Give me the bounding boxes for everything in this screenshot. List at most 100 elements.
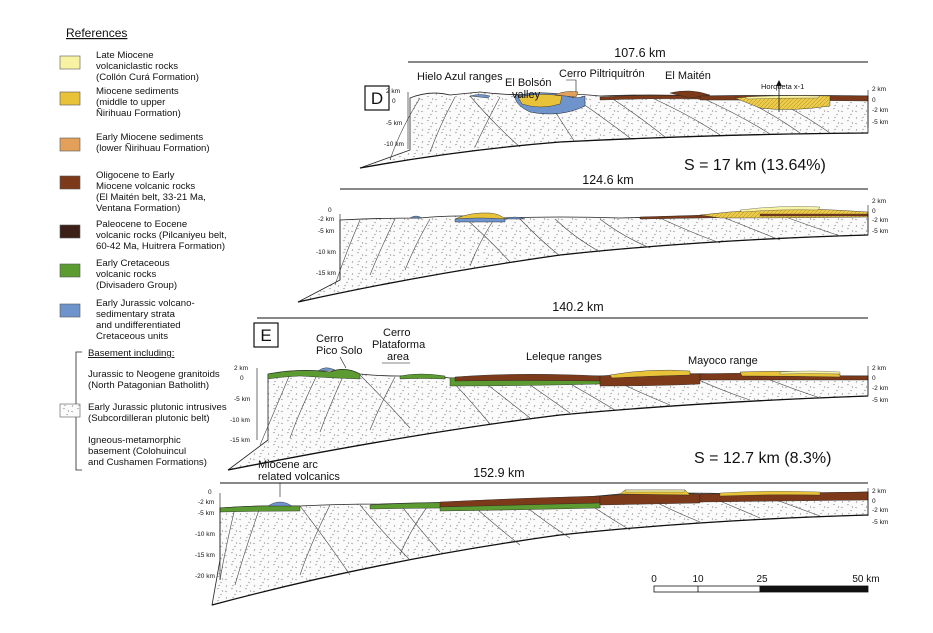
- legend-item-text: Early Miocene sediments: [96, 132, 203, 143]
- label-cerro-plataforma-2: Plataforma: [372, 339, 426, 351]
- basement-text: Early Jurassic plutonic intrusives: [88, 402, 227, 413]
- legend-swatch: [59, 91, 81, 106]
- legend-item-text: (El Maitén belt, 33-21 Ma,: [96, 192, 206, 203]
- legend-swatch: [59, 303, 81, 318]
- section-d-restored-length: 107.6 km: [614, 46, 665, 60]
- legend-item-text: Early Cretaceous: [96, 258, 170, 269]
- tick-label: 0: [872, 208, 876, 215]
- tick-label: -10 km: [316, 249, 336, 256]
- tick-label: -5 km: [872, 228, 888, 235]
- section-d-restored: 107.6 km D: [359, 46, 888, 174]
- scale-label-10: 10: [692, 574, 704, 585]
- scale-label-50: 50 km: [852, 574, 879, 585]
- tick-label: 2 km: [872, 488, 886, 495]
- basement-title: Basement including:: [88, 348, 174, 359]
- panel-e-box: [253, 322, 279, 348]
- basement-text: Jurassic to Neogene granitoids: [88, 369, 220, 380]
- legend-item-text: (Collón Curá Formation): [96, 72, 199, 83]
- section-d-strain: S = 17 km (13.64%): [684, 157, 826, 174]
- label-cerro-plataforma-3: area: [387, 351, 410, 363]
- tick-label: 0: [328, 207, 332, 214]
- basement-text: basement (Colohuincul: [88, 446, 186, 457]
- panel-d-label: D: [371, 89, 383, 108]
- tick-label: -5 km: [386, 120, 402, 127]
- legend-item-text: Paleocene to Eocene: [96, 219, 187, 230]
- tick-label: -10 km: [230, 417, 250, 424]
- tick-label: 2 km: [386, 88, 400, 95]
- basement-text: Igneous-metamorphic: [88, 435, 181, 446]
- label-el-bolson-1: El Bolsón: [505, 77, 551, 89]
- tick-label: -5 km: [318, 228, 334, 235]
- tick-label: -2 km: [872, 507, 888, 514]
- legend-item-text: (Divisadero Group): [96, 280, 177, 291]
- tick-label: 2 km: [872, 198, 886, 205]
- legend-swatch: [59, 224, 81, 239]
- section-e-restored-length: 140.2 km: [552, 300, 603, 314]
- label-hielo-azul: Hielo Azul ranges: [417, 71, 503, 83]
- legend-item-text: (lower Ñirihuau Formation): [96, 143, 210, 154]
- label-cerro-pico-solo-1: Cerro: [316, 333, 344, 345]
- basement-text: (North Patagonian Batholith): [88, 380, 209, 391]
- section-e-present-length: 152.9 km: [473, 466, 524, 480]
- tick-label: -2 km: [872, 385, 888, 392]
- tick-label: -2 km: [872, 217, 888, 224]
- legend-item-text: volcaniclastic rocks: [96, 61, 178, 72]
- tick-label: -10 km: [195, 531, 215, 538]
- tick-label: -5 km: [234, 396, 250, 403]
- section-e-present: 152.9 km Miocene arc related volcanics: [195, 459, 888, 606]
- legend-item-text: volcanic rocks: [96, 269, 156, 280]
- panel-d-box: [364, 85, 390, 111]
- label-miocene-arc-1: Miocene arc: [258, 459, 318, 471]
- tick-label: -5 km: [872, 519, 888, 526]
- label-horqueta: Horqueta x-1: [761, 82, 804, 91]
- legend-item-text: Miocene sediments: [96, 86, 179, 97]
- legend-item-text: Early Jurassic volcano-: [96, 298, 195, 309]
- legend-item-text: Late Miocene: [96, 50, 154, 61]
- tick-label: 2 km: [872, 365, 886, 372]
- panel-e-label: E: [260, 326, 271, 345]
- tick-label: -20 km: [195, 573, 215, 580]
- basement-text: (Subcordilleran plutonic belt): [88, 413, 210, 424]
- legend-item-text: Miocene volcanic rocks: [96, 181, 195, 192]
- label-miocene-arc-2: related volcanics: [258, 471, 340, 483]
- label-el-bolson-2: valley: [512, 89, 541, 101]
- scale-bar: 0 10 25 50 km: [651, 574, 880, 593]
- section-d-present-length: 124.6 km: [582, 173, 633, 187]
- tick-label: -5 km: [198, 510, 214, 517]
- legend-basement: Basement including: Jurassic to Neogene …: [59, 348, 227, 471]
- tick-label: 0: [872, 97, 876, 104]
- legend-item-text: Ñirihuau Formation): [96, 108, 181, 119]
- basement-text: and Cushamen Formations): [88, 457, 207, 468]
- legend-item-text: Cretaceous units: [96, 331, 168, 342]
- label-el-maiten: El Maitén: [665, 70, 711, 82]
- section-e-strain: S = 12.7 km (8.3%): [694, 450, 831, 467]
- tick-label: 0: [392, 98, 396, 105]
- scale-label-25: 25: [756, 574, 768, 585]
- tick-label: -15 km: [316, 270, 336, 277]
- label-cerro-piltriquitron: Cerro Piltriquitrón: [559, 68, 645, 80]
- tick-label: -2 km: [872, 107, 888, 114]
- tick-label: 2 km: [234, 365, 248, 372]
- tick-label: 0: [240, 375, 244, 382]
- legend-item-text: Ventana Formation): [96, 203, 180, 214]
- tick-label: -2 km: [198, 499, 214, 506]
- section-d-present: 124.6 km 0 -2 km: [297, 173, 888, 303]
- label-cerro-plataforma-1: Cerro: [383, 327, 411, 339]
- tick-label: -10 km: [384, 141, 404, 148]
- tick-label: 0: [208, 489, 212, 496]
- label-mayoco: Mayoco range: [688, 355, 758, 367]
- legend-item-text: and undifferentiated: [96, 320, 181, 331]
- scale-label-0: 0: [651, 574, 657, 585]
- legend-item-text: Oligocene to Early: [96, 170, 175, 181]
- legend-item-text: sedimentary strata: [96, 309, 176, 320]
- label-cerro-pico-solo-2: Pico Solo: [316, 345, 362, 357]
- tick-label: -5 km: [872, 397, 888, 404]
- tick-label: 0: [872, 498, 876, 505]
- basement-swatch: [59, 403, 81, 418]
- label-leleque: Leleque ranges: [526, 351, 602, 363]
- section-e-restored: 140.2 km E Cerro Pico Solo: [227, 300, 888, 471]
- tick-label: 2 km: [872, 86, 886, 93]
- legend-swatch: [59, 175, 81, 190]
